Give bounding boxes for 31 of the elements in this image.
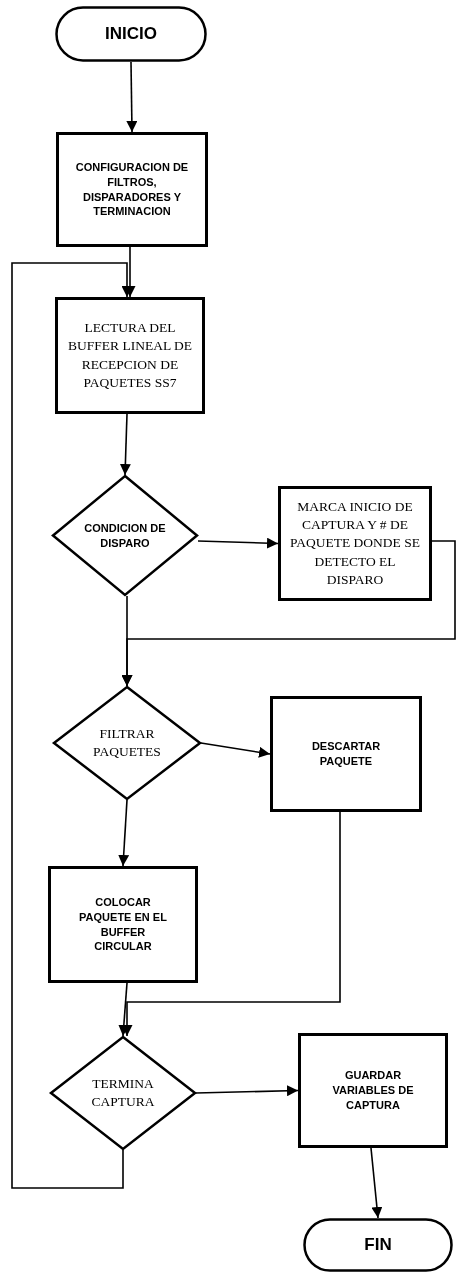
arrow	[118, 799, 130, 867]
arrow	[200, 742, 271, 758]
decision-diamond	[52, 475, 198, 596]
process-box	[278, 486, 432, 601]
arrow	[119, 413, 131, 476]
terminal-label: FIN	[364, 1233, 392, 1256]
arrow	[121, 595, 133, 687]
arrow	[197, 537, 279, 549]
process-box	[270, 696, 422, 812]
step-label: TERMINA CAPTURA	[90, 1074, 156, 1111]
process-box	[48, 866, 198, 983]
process-box	[298, 1033, 448, 1148]
step-label: CONDICION DE DISPARO	[83, 520, 167, 551]
arrow	[195, 1085, 299, 1097]
arrow	[126, 61, 138, 133]
process-box	[56, 132, 208, 247]
step-label: LECTURA DEL BUFFER LINEAL DE RECEPCION DE PAQUETES SS7	[67, 319, 193, 392]
step-label: FILTRAR PAQUETES	[92, 724, 162, 761]
terminal-shape	[55, 6, 207, 62]
terminal-shape	[303, 1218, 453, 1272]
step-label: CONFIGURACION DE FILTROS, DISPARADORES Y TERMINACION	[74, 159, 190, 220]
step-label: GUARDAR VARIABLES DE CAPTURA	[331, 1068, 415, 1113]
decision-diamond	[50, 1036, 196, 1150]
arrow	[118, 982, 130, 1037]
step-label: DESCARTAR PAQUETE	[310, 739, 382, 769]
step-label: COLOCAR PAQUETE EN EL BUFFER CIRCULAR	[78, 894, 168, 955]
arrow	[370, 1147, 383, 1219]
step-label: MARCA INICIO DE CAPTURA Y # DE PAQUETE DONDE SE DETECTO EL DISPARO	[289, 497, 421, 589]
decision-diamond	[53, 686, 201, 800]
terminal-label: INICIO	[105, 22, 157, 45]
process-box	[55, 297, 205, 414]
